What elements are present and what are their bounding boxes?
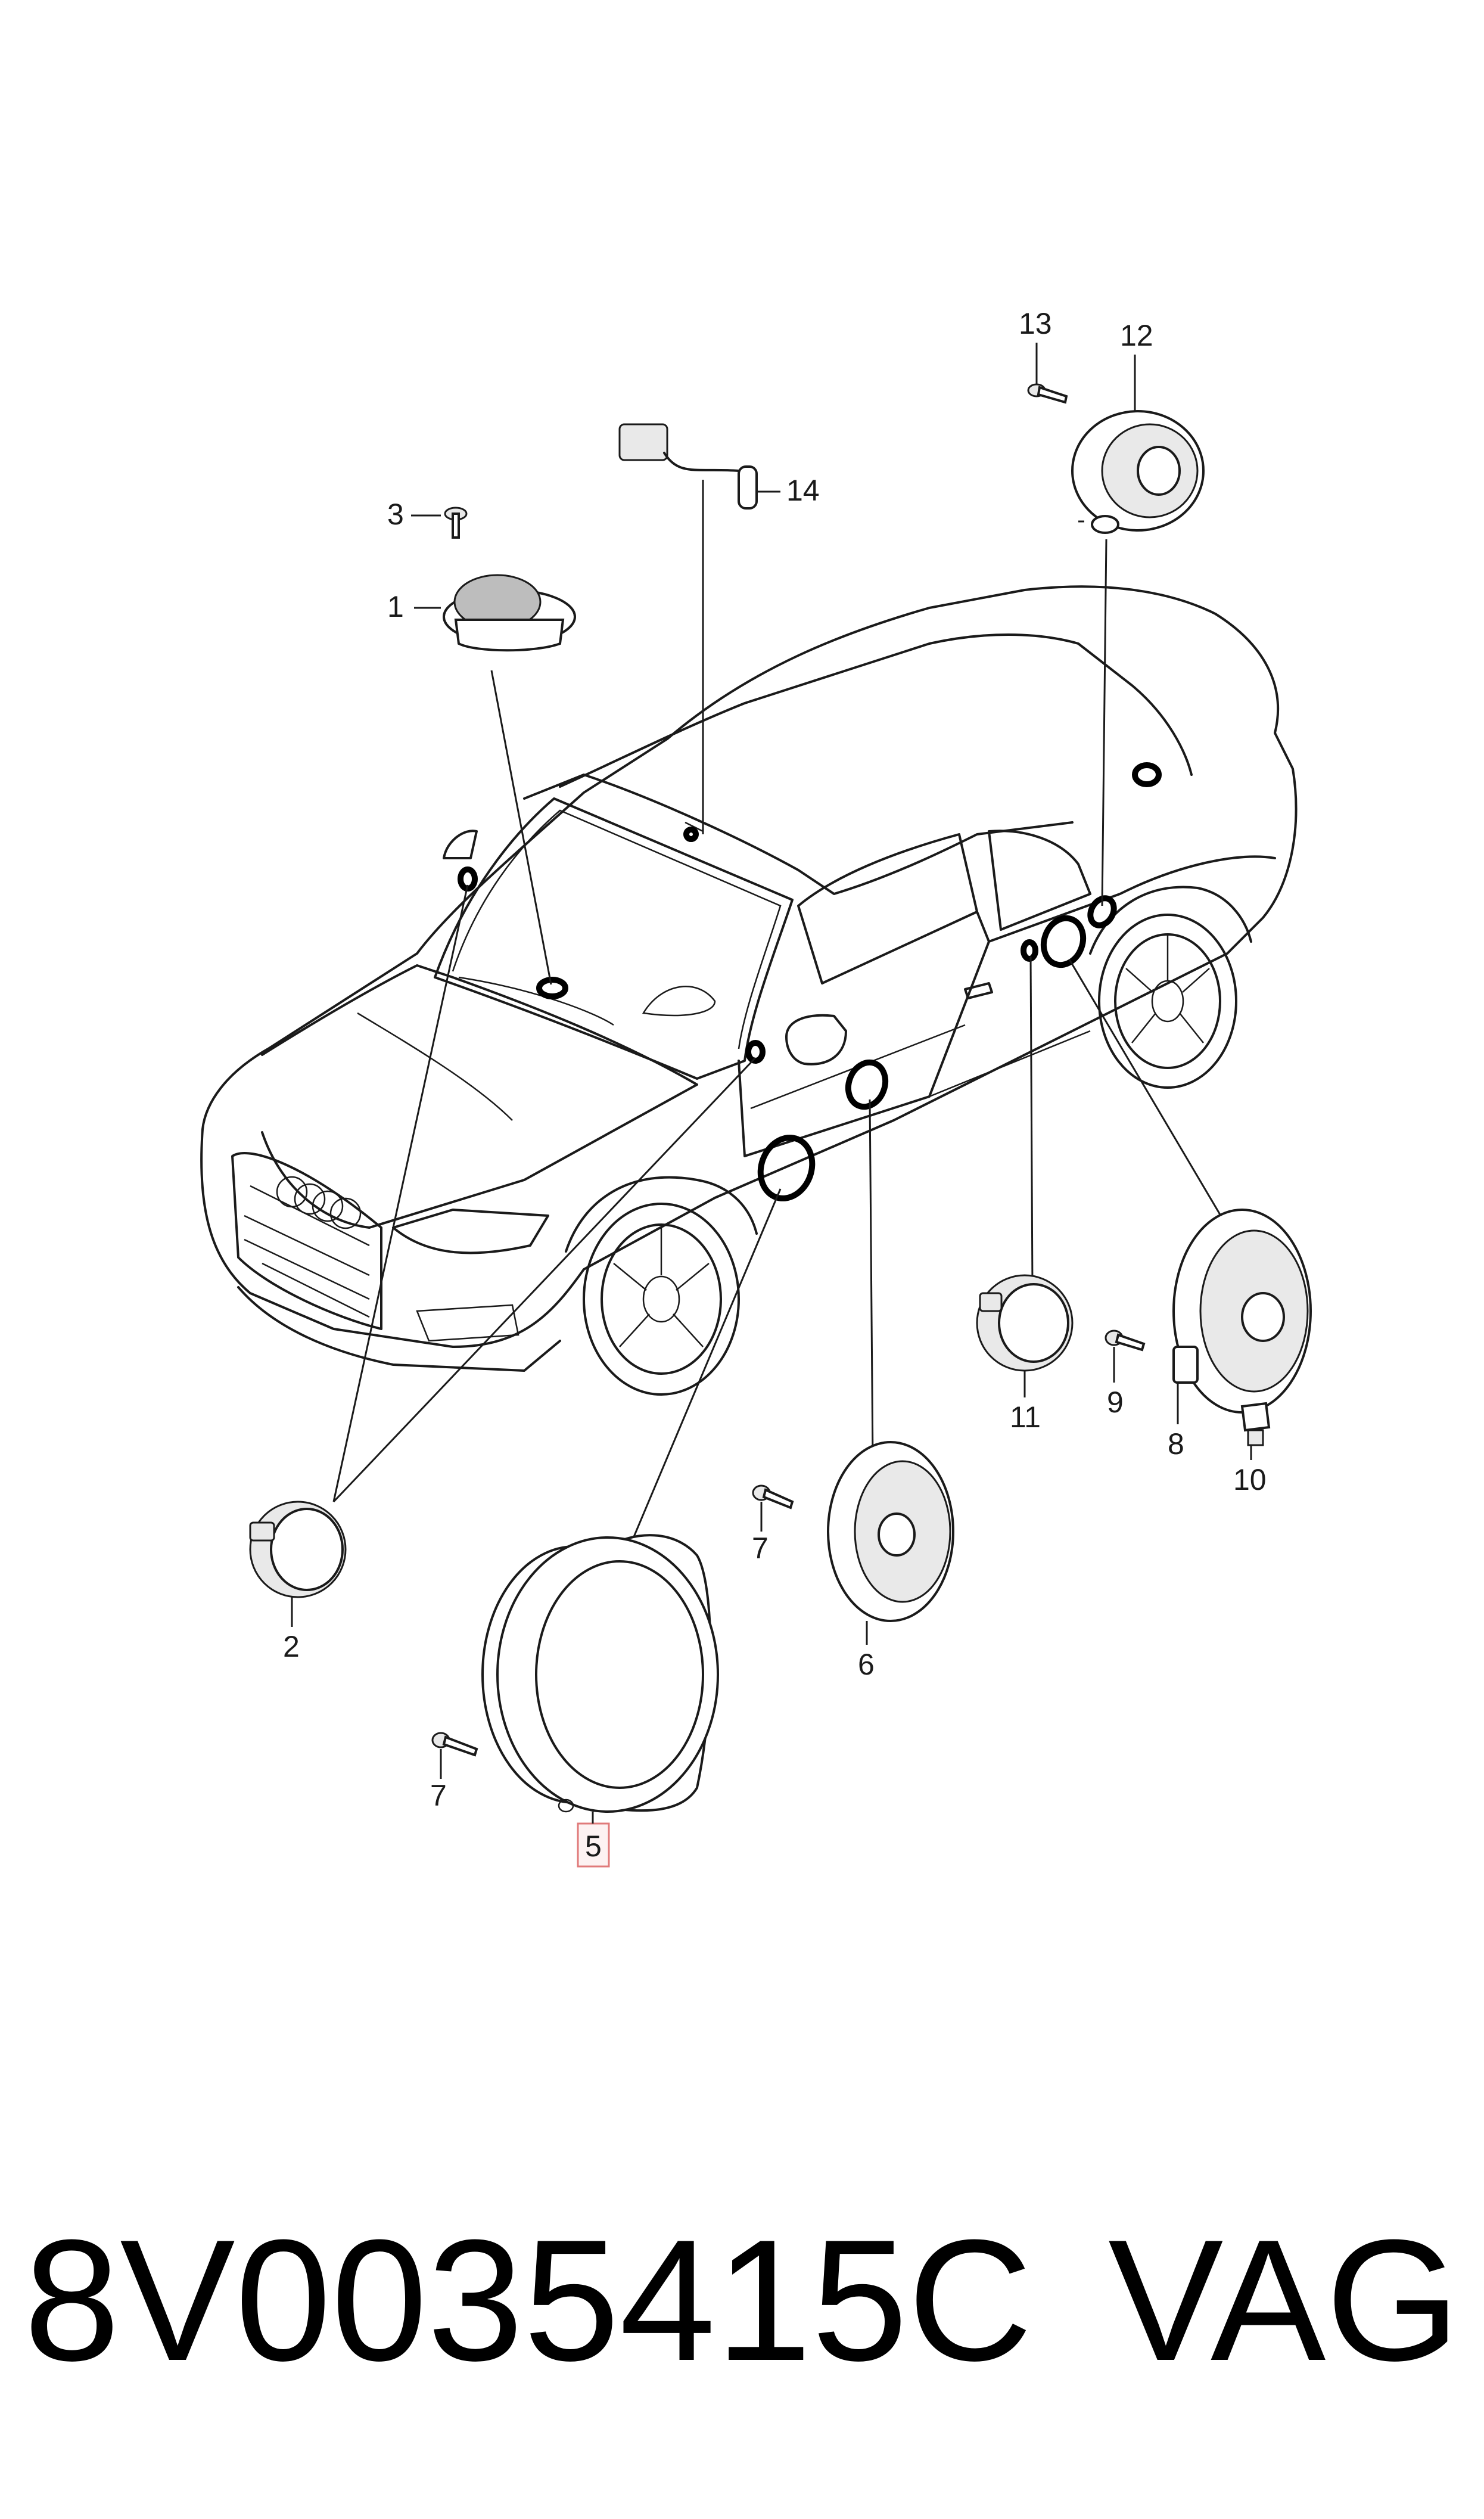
front-wheel [565, 1176, 758, 1396]
callout-7a: 7 [430, 1779, 447, 1812]
part-5-door-woofer [481, 1534, 719, 1813]
part-13-screw [1027, 383, 1068, 404]
part-2-tweeter [249, 1501, 347, 1598]
part-12-rear-speaker [1071, 410, 1205, 534]
part-7-screw-upper [752, 1484, 794, 1509]
part-number-label: 8V0035415C [24, 2204, 1033, 2397]
callout-11: 11 [1010, 1400, 1041, 1434]
callout-5: 5 [585, 1830, 602, 1863]
part-8-rear-side-speaker [1172, 1209, 1312, 1414]
callout-1: 1 [387, 590, 404, 623]
callout-14: 14 [786, 474, 820, 507]
callout-3: 3 [387, 498, 404, 531]
part-14-cable-sensor [618, 423, 758, 510]
brand-label: VAG [1108, 2204, 1460, 2397]
car-illustration [200, 585, 1298, 1396]
callout-8: 8 [1168, 1427, 1184, 1461]
rear-wheel [1089, 886, 1252, 1089]
callout-2: 2 [283, 1630, 300, 1663]
callout-labels: 1 2 3 5 6 7 7 8 9 10 11 12 13 14 [283, 307, 1267, 1868]
callout-6: 6 [858, 1648, 875, 1681]
mounting-gaskets [458, 762, 1162, 1201]
callout-10: 10 [1233, 1463, 1267, 1496]
callout-12: 12 [1120, 319, 1153, 352]
part-10-clip [1240, 1402, 1271, 1446]
part-11-tweeter [976, 1274, 1074, 1372]
callout-13: 13 [1019, 307, 1052, 340]
part-3-screw [444, 507, 468, 539]
part-9-screw [1105, 1330, 1146, 1352]
part-1-dash-speaker [443, 574, 576, 652]
callout-7b: 7 [752, 1532, 769, 1565]
callout-9: 9 [1107, 1386, 1124, 1419]
part-7-screw-lower [431, 1732, 478, 1757]
part-6-rear-door-speaker [827, 1441, 954, 1622]
leader-lines [332, 480, 1225, 1550]
car-logo-rings [276, 1176, 362, 1229]
